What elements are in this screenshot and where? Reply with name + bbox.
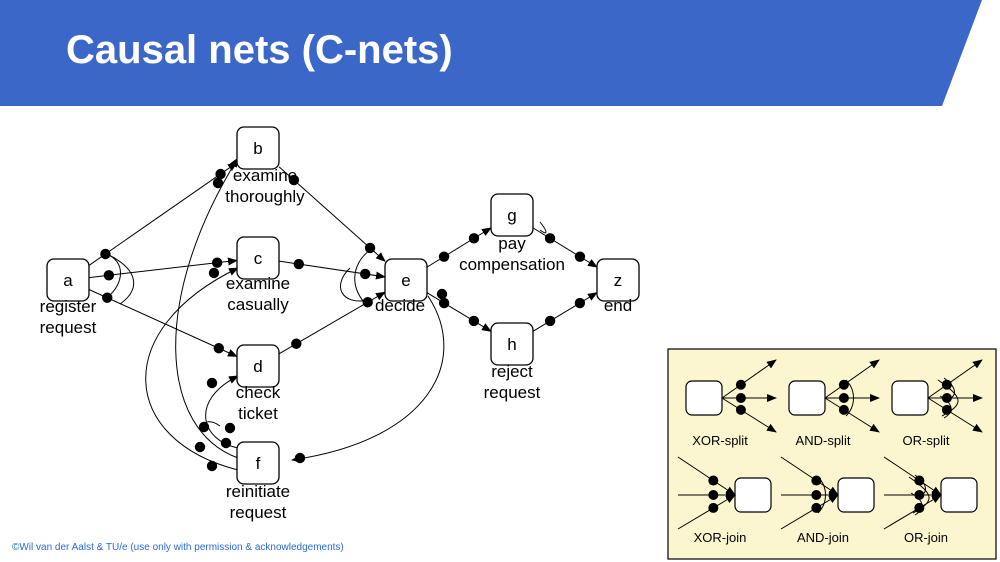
binding-dot — [212, 177, 224, 189]
copyright-footer: ©Wil van der Aalst & TU/e (use only with… — [12, 542, 344, 553]
output-binding-dot — [438, 297, 450, 309]
activity-label: decide — [375, 296, 425, 315]
activity-node-a: a — [46, 258, 90, 302]
edge-e-h — [426, 292, 492, 332]
legend-item-or-split: OR-split — [891, 359, 983, 448]
activity-label: pay — [498, 234, 526, 253]
activity-label: ticket — [238, 404, 278, 423]
activity-letter: f — [256, 454, 261, 473]
edge-e-f — [291, 295, 445, 463]
activity-letter: h — [507, 335, 516, 354]
input-binding-dot — [364, 242, 376, 254]
activity-letter: b — [253, 139, 262, 158]
activity-letter: d — [253, 357, 262, 376]
activity-label: request — [484, 383, 541, 402]
output-binding-dot — [103, 270, 115, 281]
activity-letter: g — [507, 206, 516, 225]
legend-label: XOR-split — [692, 433, 748, 448]
activity-letter: c — [254, 249, 263, 268]
activity-label: reinitiate — [226, 482, 290, 501]
activity-node-f: f — [236, 441, 280, 485]
slide-title: Causal nets (C-nets) — [66, 28, 453, 72]
legend-item-or-join: OR-join — [883, 456, 978, 545]
legend-label: OR-split — [903, 433, 950, 448]
legend-label: OR-join — [904, 530, 948, 545]
activity-label: compensation — [459, 255, 565, 274]
legend-label: AND-join — [797, 530, 849, 545]
activity-label: reject — [491, 362, 533, 381]
output-binding-dot — [438, 251, 450, 262]
activity-node-g: g — [490, 193, 534, 237]
input-binding-dot — [468, 233, 480, 244]
legend-box — [667, 348, 997, 560]
legend-label: AND-split — [796, 433, 851, 448]
activity-label: thoroughly — [225, 187, 305, 206]
legend-label: XOR-join — [694, 530, 747, 545]
output-binding-dot — [100, 248, 111, 260]
activity-label: examine — [233, 166, 297, 185]
binding-dot — [194, 441, 206, 453]
binding-arc — [340, 267, 371, 302]
binding-dot — [208, 267, 220, 279]
binding-arc — [539, 221, 547, 234]
binding-dot — [224, 422, 236, 434]
edge-f-c — [145, 267, 239, 471]
activity-node-h: h — [490, 322, 534, 366]
activity-node-d: d — [236, 344, 280, 388]
binding-dot — [206, 377, 218, 389]
edge-g-z — [532, 227, 598, 268]
legend-item-and-split: AND-split — [788, 359, 880, 448]
edge-f-b — [175, 157, 239, 459]
input-binding-dot — [215, 168, 226, 180]
input-binding-dot — [362, 297, 373, 308]
activity-node-c: c — [236, 236, 280, 280]
input-binding-dot — [213, 343, 224, 354]
activity-label: casually — [227, 295, 289, 314]
input-binding-dot — [574, 297, 586, 309]
output-binding-dot — [544, 315, 556, 327]
edge-a-b — [88, 162, 238, 266]
activity-letter: e — [401, 271, 410, 290]
output-binding-dot — [293, 258, 304, 270]
legend-item-xor-split: XOR-split — [685, 359, 777, 448]
activity-label: examine — [226, 274, 290, 293]
edge-a-d — [88, 289, 238, 357]
output-binding-dot — [288, 174, 300, 186]
binding-dot — [206, 460, 218, 472]
activity-label: request — [40, 318, 97, 337]
activity-label: check — [236, 383, 281, 402]
activity-label: end — [604, 296, 632, 315]
legend-item-and-join: AND-join — [780, 456, 875, 545]
output-binding-dot — [544, 233, 556, 244]
activity-node-z: z — [596, 258, 640, 302]
edge-h-z — [532, 292, 598, 332]
activity-node-e: e — [384, 258, 428, 302]
input-binding-dot — [574, 251, 586, 262]
binding-dot — [220, 437, 232, 449]
title-banner — [0, 0, 982, 106]
binding-arc — [106, 253, 135, 305]
input-binding-dot — [468, 315, 480, 327]
legend-item-xor-join: XOR-join — [677, 456, 772, 545]
input-binding-dot — [360, 268, 371, 280]
output-binding-dot — [291, 338, 302, 349]
banner-shape — [0, 0, 982, 106]
output-binding-dot — [102, 292, 113, 303]
activity-letter: z — [614, 271, 623, 290]
activity-label: request — [230, 503, 287, 522]
input-binding-dot — [211, 257, 223, 268]
activity-letter: a — [63, 271, 73, 290]
activity-node-b: b — [236, 126, 280, 170]
edge-e-g — [426, 227, 492, 268]
binding-dot — [198, 421, 210, 433]
activity-label: register — [40, 297, 97, 316]
binding-dot — [436, 288, 448, 300]
binding-dot — [294, 452, 306, 464]
